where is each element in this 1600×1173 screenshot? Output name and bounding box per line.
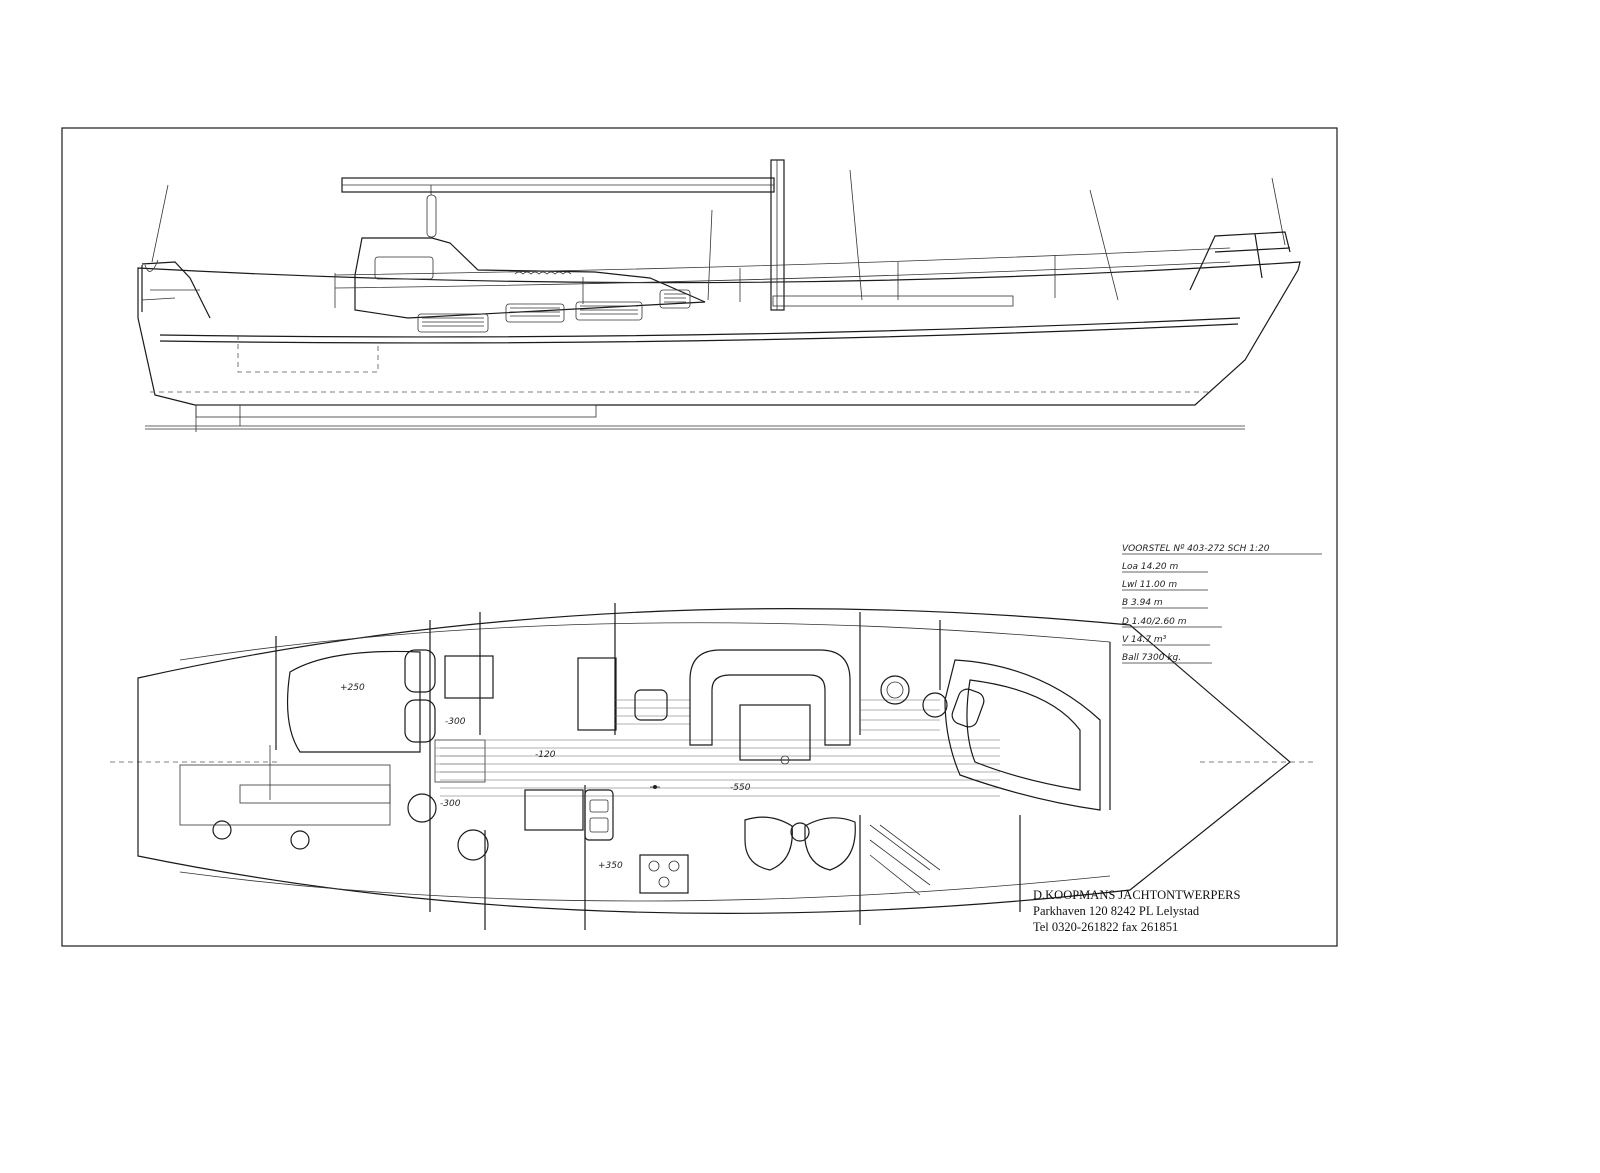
galley-counter: [524, 789, 584, 831]
forward-berth: [944, 659, 1101, 811]
side-elevation: [137, 159, 1301, 432]
hull-profile: [137, 261, 1301, 406]
galley-stove: [639, 854, 689, 894]
spec-heading: VOORSTEL Nº 403-272 SCH 1:20: [1122, 544, 1270, 554]
mast: [770, 159, 785, 311]
accommodation-plan: +250 -300 -120 -550 -300 +350: [110, 603, 1315, 930]
level-label-galley: +350: [598, 861, 623, 871]
designer-title-block: D.KOOPMANS JACHTONTWERPERS Parkhaven 120…: [1033, 888, 1240, 934]
level-label-aft-lower: -300: [440, 799, 461, 809]
firm-name: D.KOOPMANS JACHTONTWERPERS: [1033, 888, 1240, 902]
level-label-aft: +250: [340, 683, 365, 693]
spec-row: B 3.94 m: [1122, 598, 1163, 608]
spec-block: VOORSTEL Nº 403-272 SCH 1:20 Loa 14.20 m…: [1122, 544, 1322, 664]
level-label-aft-upper: -300: [445, 717, 466, 727]
saloon-table: [739, 704, 811, 761]
saloon-dinette: [689, 649, 851, 746]
level-label-mid: -120: [535, 750, 556, 760]
aft-berth: [286, 650, 421, 753]
firm-contact: Tel 0320-261822 fax 261851: [1033, 920, 1178, 934]
spec-row: Loa 14.20 m: [1122, 562, 1179, 572]
doghouse: [354, 237, 706, 319]
spec-row: Ball 7300 kg.: [1122, 653, 1181, 663]
spec-row: Lwl 11.00 m: [1122, 580, 1177, 590]
drawing-frame: [61, 127, 1338, 947]
firm-address: Parkhaven 120 8242 PL Lelystad: [1033, 904, 1200, 918]
spec-row: D 1.40/2.60 m: [1122, 617, 1187, 627]
level-label-saloon: -550: [730, 783, 751, 793]
spec-row: V 14.7 m³: [1122, 635, 1167, 645]
hull-plan-outline: [137, 608, 1291, 914]
